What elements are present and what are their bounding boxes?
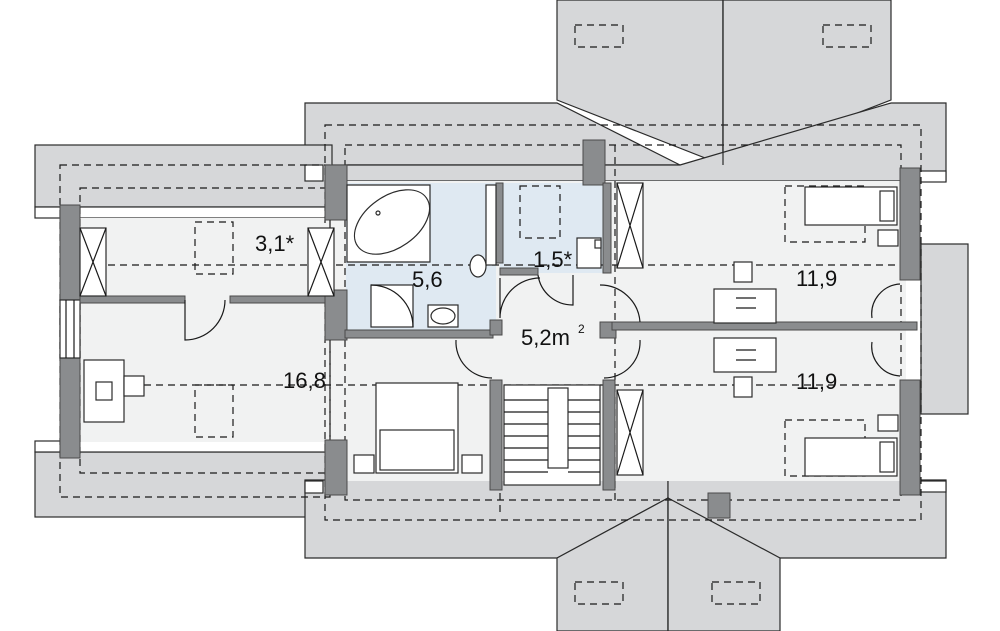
- roof-ridge-lines: [667, 0, 724, 631]
- room-area-attic-store: 3,1*: [255, 231, 295, 256]
- windows: [79, 182, 644, 476]
- room-area-wc: 1,5*: [533, 247, 573, 272]
- room-area-bathroom: 5,6: [412, 267, 443, 292]
- walls: [59, 139, 921, 519]
- roof-outline: [34, 0, 969, 631]
- room-area-bedroom-bottom-right: 11,9: [796, 369, 837, 394]
- room-area-hall-unit-sup: 2: [578, 322, 585, 336]
- room-area-hall: 5,2m: [521, 325, 570, 350]
- doors: [184, 274, 901, 379]
- room-area-bedroom-left: 16,8: [283, 368, 326, 393]
- furniture: [83, 184, 899, 486]
- room-area-bedroom-top-right: 11,9: [796, 266, 837, 291]
- room-labels: 3,1* 5,6 1,5* 5,2m 2 11,9 11,9 16,8: [255, 231, 837, 394]
